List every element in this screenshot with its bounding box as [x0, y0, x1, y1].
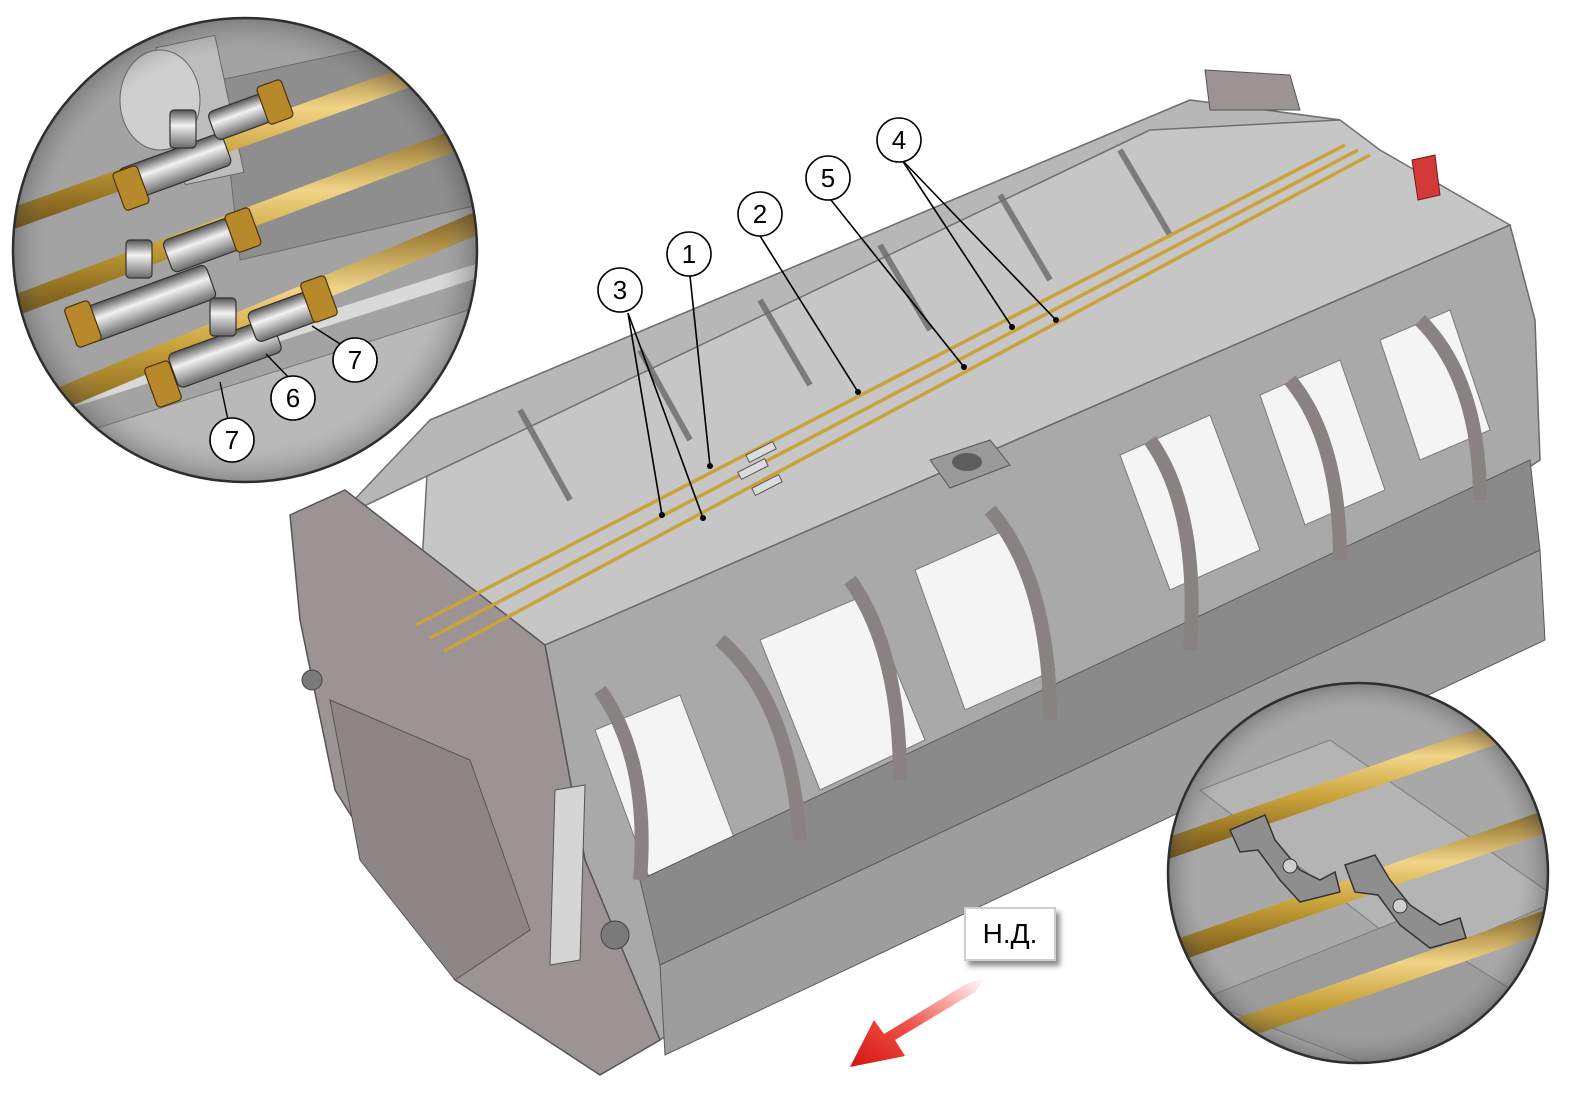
callout-4-label: 4	[892, 125, 906, 155]
callout-2-label: 2	[753, 199, 767, 229]
detail-lens-clamps	[1166, 681, 1550, 1065]
callout-7-upper: 7	[332, 337, 378, 383]
detail-lens-fittings: 7 6 7	[11, 16, 479, 484]
callout-3: 3	[597, 267, 643, 313]
callout-1-label: 1	[682, 239, 696, 269]
callout-7-lower-label: 7	[225, 425, 239, 455]
callout-1: 1	[666, 231, 712, 277]
callout-3-label: 3	[613, 275, 627, 305]
callout-2: 2	[737, 191, 783, 237]
callout-6-label: 6	[286, 383, 300, 413]
callout-5: 5	[805, 155, 851, 201]
header-body	[289, 69, 1546, 1076]
callout-5-label: 5	[821, 163, 835, 193]
leader-dots	[659, 317, 1059, 521]
callout-7-lower: 7	[209, 417, 255, 463]
travel-direction-label: Н.Д.	[964, 907, 1056, 961]
travel-direction-arrow	[850, 978, 985, 1067]
leader-lines	[627, 159, 1057, 519]
callout-7-upper-label: 7	[348, 345, 362, 375]
callout-6: 6	[270, 375, 316, 421]
callout-4: 4	[876, 117, 922, 163]
